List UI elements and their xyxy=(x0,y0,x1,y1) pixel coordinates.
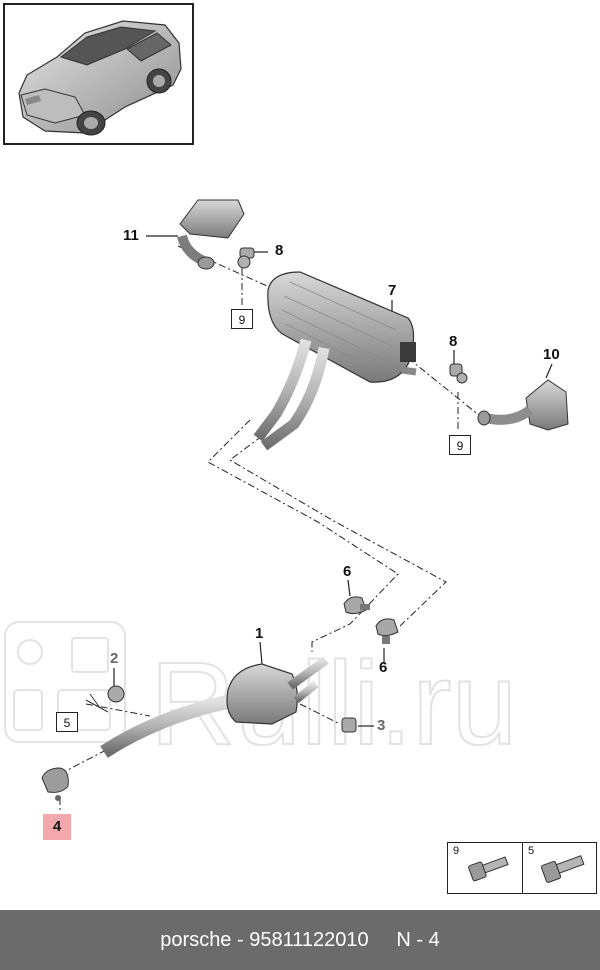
callout-7: 7 xyxy=(388,282,397,299)
clamp-4 xyxy=(41,767,69,801)
callout-9-upper: 9 xyxy=(231,309,253,329)
fastener-legend: 9 5 xyxy=(447,842,597,894)
callout-11: 11 xyxy=(123,227,139,244)
legend-cell-9: 9 xyxy=(448,843,523,893)
vehicle-thumbnail xyxy=(3,3,194,145)
legend-number-9: 9 xyxy=(453,845,460,857)
callout-9-right: 9 xyxy=(449,435,471,455)
bracket-2 xyxy=(85,685,125,713)
callout-8-upper: 8 xyxy=(275,242,284,259)
part-number-caption: porsche - 95811122010 N - 4 xyxy=(160,929,440,951)
callout-5: 5 xyxy=(56,712,78,732)
callout-10: 10 xyxy=(543,346,560,363)
footer-bar: porsche - 95811122010 N - 4 xyxy=(0,910,600,970)
legend-cell-5: 5 xyxy=(523,843,597,893)
clamp-8-upper xyxy=(237,247,255,269)
bracket-3 xyxy=(341,717,357,733)
exhaust-diagram: Rulli.ru xyxy=(3,3,597,894)
callout-3: 3 xyxy=(377,717,386,734)
clamp-8-right xyxy=(449,363,468,384)
callout-8-right: 8 xyxy=(449,333,458,350)
front-silencer xyxy=(100,656,329,758)
clamp-6-left xyxy=(343,596,370,615)
callout-1: 1 xyxy=(255,625,264,642)
clamp-6-right xyxy=(375,618,399,644)
callout-6-right: 6 xyxy=(379,659,388,676)
car-illustration xyxy=(18,20,182,136)
bolt-5-icon xyxy=(540,855,585,883)
rear-muffler xyxy=(253,271,417,451)
callout-2: 2 xyxy=(110,650,119,667)
tailpipe-left xyxy=(177,199,245,270)
watermark xyxy=(4,621,126,743)
bolt-9-icon xyxy=(468,856,509,882)
callout-6-left: 6 xyxy=(343,563,352,580)
legend-number-5: 5 xyxy=(528,845,535,857)
callout-4-highlighted: 4 xyxy=(43,814,71,840)
parts-drawing: Rulli.ru xyxy=(4,199,569,812)
leader-lines xyxy=(113,235,553,727)
tailpipe-right xyxy=(477,379,569,431)
